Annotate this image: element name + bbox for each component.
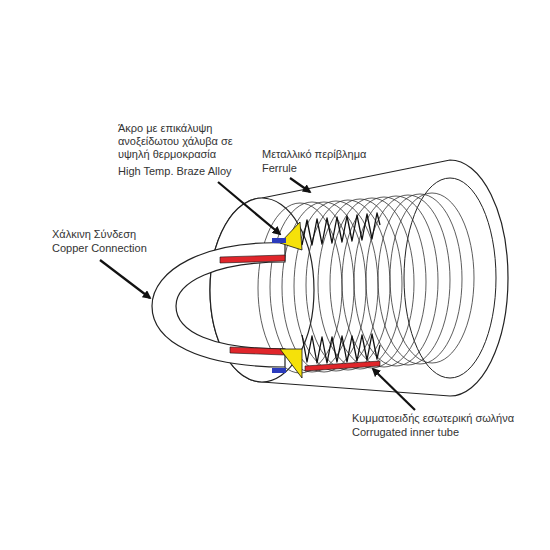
corrugation-section xyxy=(302,334,380,363)
callout-label: Corrugated inner tube xyxy=(352,426,459,439)
corrugation-ring xyxy=(378,194,462,364)
corrugation-ring xyxy=(270,202,354,372)
leader-arrow xyxy=(218,182,280,234)
inner-tube-wall xyxy=(305,361,380,371)
corrugation-ring xyxy=(390,193,474,363)
corrugation-section xyxy=(302,213,380,245)
corrugation-ring xyxy=(354,196,438,366)
corrugation-ring xyxy=(342,197,426,367)
callout-label: Μεταλλικό περίβλημα xyxy=(262,148,366,161)
callout-label: Ferrule xyxy=(262,162,297,175)
callout-label: High Temp. Braze Alloy xyxy=(118,165,232,178)
callout-label: Copper Connection xyxy=(52,242,147,255)
braze-edge xyxy=(272,368,286,373)
callout-label: Χάλκινη Σύνδεση xyxy=(52,228,136,241)
braze-alloy xyxy=(280,349,302,378)
copper-wall xyxy=(230,347,285,355)
braze-alloy xyxy=(280,222,302,250)
callout-label: Άκρο με επικάλυψη ανοξείδωτου χάλυβα σε … xyxy=(118,122,243,161)
leader-arrow xyxy=(100,260,150,298)
copper-wall xyxy=(220,255,285,263)
copper-tube xyxy=(152,243,285,367)
braze-edge xyxy=(272,238,286,243)
leader-arrow xyxy=(290,178,310,192)
corrugation-ring xyxy=(294,201,378,371)
callout-label: Κυμματοειδής εσωτερική σωλήνα xyxy=(352,412,514,425)
leader-arrow xyxy=(373,369,415,410)
